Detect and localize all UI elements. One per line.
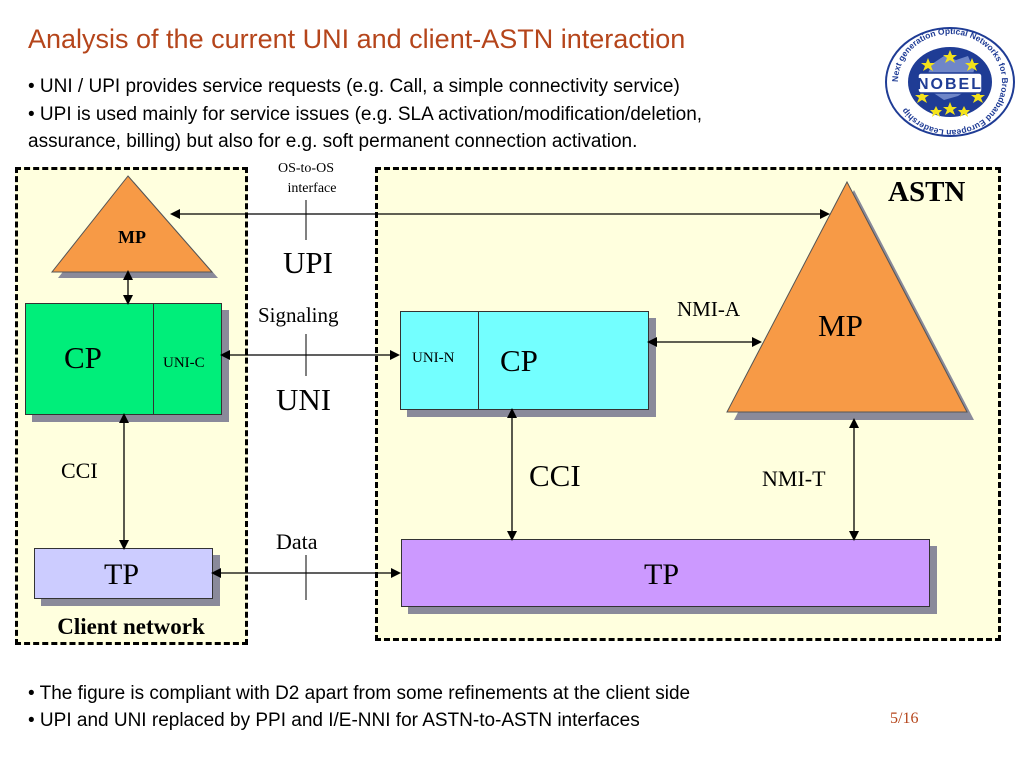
bullet-upi-usage: • UPI is used mainly for service issues … xyxy=(28,104,703,125)
slide-title: Analysis of the current UNI and client-A… xyxy=(28,24,686,54)
client-tp-label: TP xyxy=(104,558,140,591)
uni-n-label: UNI-N xyxy=(412,350,455,366)
uni-label: UNI xyxy=(276,382,332,417)
nmi-a-label: NMI-A xyxy=(677,297,740,321)
client-cci-label: CCI xyxy=(61,458,98,483)
astn-mp-label: MP xyxy=(818,308,863,343)
client-tp-box xyxy=(34,548,213,599)
client-cp-divider xyxy=(153,304,154,414)
client-mp-label: MP xyxy=(118,227,146,247)
nobel-logo: Next generation Optical Networks for Bro… xyxy=(882,26,1018,138)
signaling-label: Signaling xyxy=(258,303,339,327)
os-to-os-label-line1: OS-to-OS xyxy=(277,161,334,176)
nmi-t-label: NMI-T xyxy=(762,466,826,491)
client-network-label: Client network xyxy=(57,614,205,639)
data-label: Data xyxy=(276,529,318,554)
astn-label: ASTN xyxy=(888,176,966,208)
upi-label: UPI xyxy=(283,245,333,280)
bullet-replacement: • UPI and UNI replaced by PPI and I/E-NN… xyxy=(28,710,640,731)
os-to-os-label-line2: interface xyxy=(287,181,337,196)
astn-tp-box xyxy=(401,539,930,607)
astn-cp-box xyxy=(400,311,649,410)
astn-mp-triangle xyxy=(726,180,968,413)
client-mp-triangle xyxy=(50,175,214,273)
logo-center-text: NOBEL xyxy=(917,76,983,93)
bullet-upi-usage-cont: assurance, billing) but also for e.g. so… xyxy=(28,131,638,152)
bullet-compliance: • The figure is compliant with D2 apart … xyxy=(28,683,691,704)
client-cp-box xyxy=(25,303,222,415)
client-cp-label: CP xyxy=(64,340,102,375)
uni-c-label: UNI-C xyxy=(163,355,205,371)
bullet-uni-upi: • UNI / UPI provides service requests (e… xyxy=(28,76,680,97)
astn-cp-label: CP xyxy=(500,343,538,378)
astn-cp-divider xyxy=(478,312,479,409)
astn-tp-label: TP xyxy=(644,558,680,591)
page-number: 5/16 xyxy=(890,710,919,727)
astn-cci-label: CCI xyxy=(529,458,581,493)
